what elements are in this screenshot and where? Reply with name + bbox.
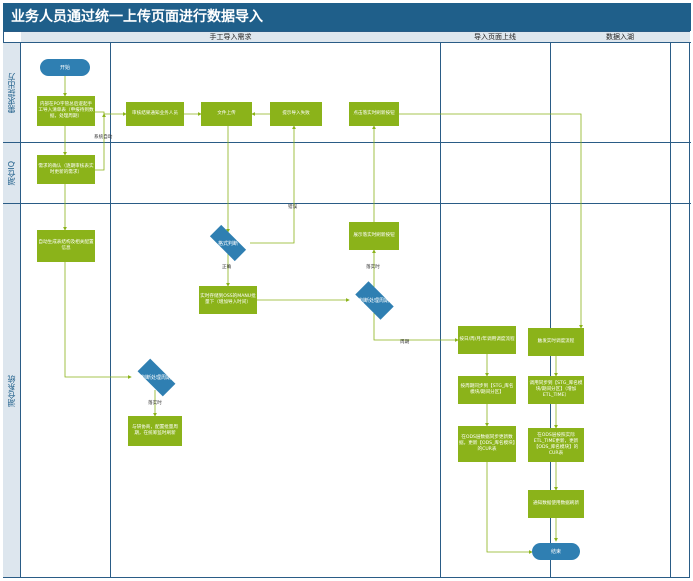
edge-label-periodic: 周期: [400, 340, 410, 345]
process-import-failed: 提示导入失败: [270, 102, 322, 126]
decision-cycle-2-label: 判断处理周期: [140, 375, 171, 381]
edge-label-correct: 正确: [222, 265, 232, 270]
edge-label-realtime-2: 落实时: [148, 401, 162, 406]
column-divider: [110, 42, 111, 578]
lane-label-lakehouse-system: 湖仓系统: [3, 204, 21, 577]
process-show-refresh: 展示落实时刷新按钮: [349, 222, 399, 250]
process-requirement-confirm: 需求的确认（逐期审核表实时更新的需求）: [37, 155, 95, 184]
column-divider: [670, 42, 671, 578]
process-file-upload: 文件上传: [201, 102, 252, 126]
lane-label-lakehouse-iq: 湖仓IQ: [3, 143, 21, 203]
process-trigger-realtime: 触发实时调度流程: [528, 328, 584, 356]
edge-label-realtime: 落实时: [366, 265, 380, 270]
decision-format-check-label: 格式判断: [217, 240, 238, 247]
column-divider: [440, 42, 441, 578]
start-node: 开始: [40, 59, 90, 76]
end-node: 结束: [532, 543, 580, 560]
process-submit-import-list: 内部在PO字管总后逻起手工导入清单表（申报待到数据，处理周期）: [37, 96, 95, 126]
edge-label-system-auto: 系统自动: [94, 135, 113, 140]
column-header-data-lake: 数据入湖: [550, 32, 690, 42]
process-store-oss: 实时存储到OSS的MANU批量下（增加导入时间）: [199, 286, 257, 314]
process-click-refresh: 点击落实时刷新按钮: [349, 102, 399, 126]
lane-divider: [3, 203, 691, 204]
lane-label-requester: 需求提出方: [3, 43, 21, 142]
process-sync-stg-realtime: 调用同步到【STG_库名模块/期间分区】（增加ETL_TIME）: [528, 376, 584, 404]
process-negotiate-batch: 与研协商，配置批量周期，在统筹监时刷新: [128, 416, 182, 446]
process-ods-update-periodic: 在ODS层数据同步更新数据，更新【ODS_库名模块】的CUR表: [458, 426, 516, 462]
process-notify-refresh: 通知数据使用数据刷新: [528, 490, 584, 518]
process-ods-update-realtime: 在ODS层按照实际ETL_TIME更新，更新【ODS_库名模块】的CUR表: [528, 428, 584, 462]
process-notify-business: 审核结果通知业务人员: [126, 102, 184, 126]
column-header-page-online: 导入页面上线: [440, 32, 550, 42]
process-sync-stg-periodic: 按周期同步到【STG_库名模块/期间分区】: [458, 376, 516, 404]
lane-divider: [3, 142, 691, 143]
column-header-manual-import: 手工导入需求: [21, 32, 440, 42]
decision-format-check: 格式判断: [203, 224, 253, 262]
decision-cycle-2: 判断处理周期: [131, 358, 181, 397]
decision-cycle-1-label: 判断处理周期: [358, 297, 389, 304]
decision-cycle-1: 判断处理周期: [349, 280, 399, 320]
diagram-title: 业务人员通过统一上传页面进行数据导入: [3, 3, 691, 31]
column-divider: [550, 42, 551, 578]
edge-label-error: 错误: [288, 205, 298, 210]
process-auto-generate-schema: 自动生成表结构及相关配置信息: [37, 230, 95, 262]
lane-divider: [3, 42, 691, 43]
process-periodic-schedule: 按日/周/月/年调用调度流程: [458, 326, 516, 354]
